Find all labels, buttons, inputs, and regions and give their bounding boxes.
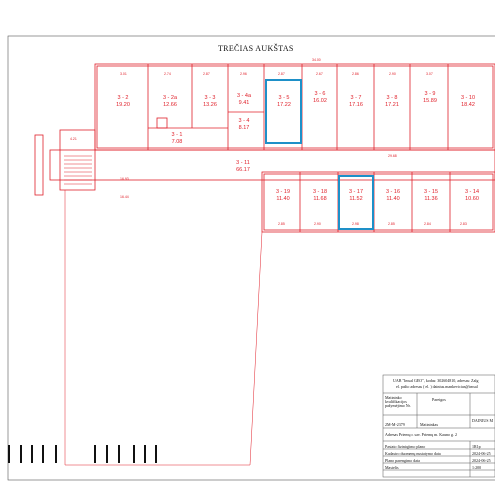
room-3-4-area: 8.17 — [239, 125, 250, 131]
room-3-16-id: 3 - 16 — [386, 189, 400, 195]
room-3-16-area: 11.40 — [386, 196, 399, 202]
title-block-row-value-4: 1:200 — [472, 465, 482, 470]
dim-north-3: 2.87 — [203, 72, 210, 76]
room-3-2-id: 3 - 2 — [117, 95, 128, 101]
title-block-company: UAB "Imsal GEO", kodas: 302604810, adres… — [393, 379, 479, 383]
dim-misc-1: 4.21 — [70, 137, 77, 141]
dim-north-5: 2.87 — [278, 72, 285, 76]
dim-corridor-west2: 16.44 — [120, 195, 129, 199]
room-3-7-id: 3 - 7 — [350, 95, 361, 101]
room-3-15-id: 3 - 15 — [424, 189, 438, 195]
room-3-11-area: 66.17 — [236, 167, 250, 173]
title-block-row-value-2: 2024-06-25 — [472, 451, 491, 456]
room-3-18-area: 11.68 — [313, 196, 326, 202]
room-3-1-id: 3 - 1 — [171, 132, 182, 138]
room-3-4a-area: 9.41 — [239, 100, 250, 106]
title-block-row-label-4: Mastelis — [385, 465, 399, 470]
room-3-17-area: 11.52 — [349, 196, 362, 202]
dim-overall-width: 34.00 — [312, 58, 321, 62]
room-3-6-area: 16.02 — [313, 98, 327, 104]
scale-bar — [8, 445, 157, 463]
room-3-10-area: 18.42 — [461, 102, 475, 108]
title-block-row-label-3: Plano parengimo data — [385, 458, 420, 463]
room-3-3-id: 3 - 3 — [204, 95, 215, 101]
room-3-4a-id: 3 - 4a — [237, 93, 252, 99]
room-3-2a-area: 12.66 — [163, 102, 177, 108]
room-3-7-area: 17.16 — [349, 102, 363, 108]
room-3-3-area: 13.26 — [203, 102, 217, 108]
room-3-8-area: 17.21 — [385, 102, 399, 108]
plan-title: TREČIAS AUKŠTAS — [218, 44, 294, 53]
dim-north-1: 3.01 — [120, 72, 127, 76]
stairs — [64, 155, 92, 185]
title-block-row-label-2: Kadastro duomenų nustatymo data — [385, 451, 441, 456]
room-3-2-area: 19.20 — [116, 102, 130, 108]
title-block-role1: Matininko kvalifikacijos pažymėjimo Nr. — [385, 395, 411, 409]
dim-south-5: 2.84 — [424, 222, 431, 226]
dim-north-6: 2.67 — [316, 72, 323, 76]
dim-south-3: 2.98 — [352, 222, 359, 226]
room-3-2a-id: 3 - 2a — [163, 95, 178, 101]
title-block-address: Adresas Priemų r. sav. Priemų m. Kauno g… — [385, 432, 457, 437]
room-3-4-id: 3 - 4 — [238, 118, 249, 124]
title-block-row-value-1: 1R1p — [472, 444, 481, 449]
title-block-role2: Pareigos — [432, 397, 446, 402]
room-3-5-area: 17.22 — [277, 102, 291, 108]
room-3-1-area: 7.08 — [172, 139, 183, 145]
highlight-room-3-17 — [338, 175, 374, 230]
dim-north-9: 3.07 — [426, 72, 433, 76]
title-block — [382, 374, 495, 478]
room-3-15-area: 11.36 — [424, 196, 437, 202]
site-boundary — [64, 190, 263, 466]
room-3-14-area: 10.60 — [465, 196, 479, 202]
dim-corridor-west: 16.93 — [120, 177, 129, 181]
room-3-17-id: 3 - 17 — [349, 189, 363, 195]
room-3-19-id: 3 - 19 — [276, 189, 290, 195]
room-3-9-id: 3 - 9 — [424, 91, 435, 97]
dim-north-7: 2.86 — [352, 72, 359, 76]
room-3-6-id: 3 - 6 — [314, 91, 325, 97]
room-3-9-area: 15.89 — [423, 98, 437, 104]
title-block-position: Matininkas — [420, 422, 438, 427]
room-3-10-id: 3 - 10 — [461, 95, 475, 101]
room-3-19-area: 11.40 — [276, 196, 289, 202]
title-block-company2: el. pašto adresas ( el. ) dainius.mankev… — [396, 385, 478, 389]
highlight-room-3-5 — [265, 79, 302, 144]
title-block-row-value-3: 2024-06-25 — [472, 458, 491, 463]
title-block-row-label-1: Pastato fiziniųjimo plano — [385, 444, 426, 449]
dim-corridor-length: 29.68 — [388, 154, 397, 158]
dim-south-1: 2.85 — [278, 222, 285, 226]
title-block-name: DAINIUS M — [472, 418, 493, 423]
room-3-18-id: 3 - 18 — [313, 189, 327, 195]
dim-north-4: 2.96 — [240, 72, 247, 76]
room-3-5-id: 3 - 5 — [278, 95, 289, 101]
dim-south-2: 2.90 — [314, 222, 321, 226]
room-3-14-id: 3 - 14 — [465, 189, 479, 195]
title-block-cert: 2M-M-2379 — [385, 422, 405, 427]
room-3-8-id: 3 - 8 — [386, 95, 397, 101]
dim-south-6: 2.83 — [460, 222, 467, 226]
room-3-11-id: 3 - 11 — [236, 160, 250, 166]
dim-north-8: 2.90 — [389, 72, 396, 76]
dim-south-4: 2.85 — [388, 222, 395, 226]
drawing-frame — [7, 35, 495, 481]
dim-north-2: 2.74 — [164, 72, 171, 76]
